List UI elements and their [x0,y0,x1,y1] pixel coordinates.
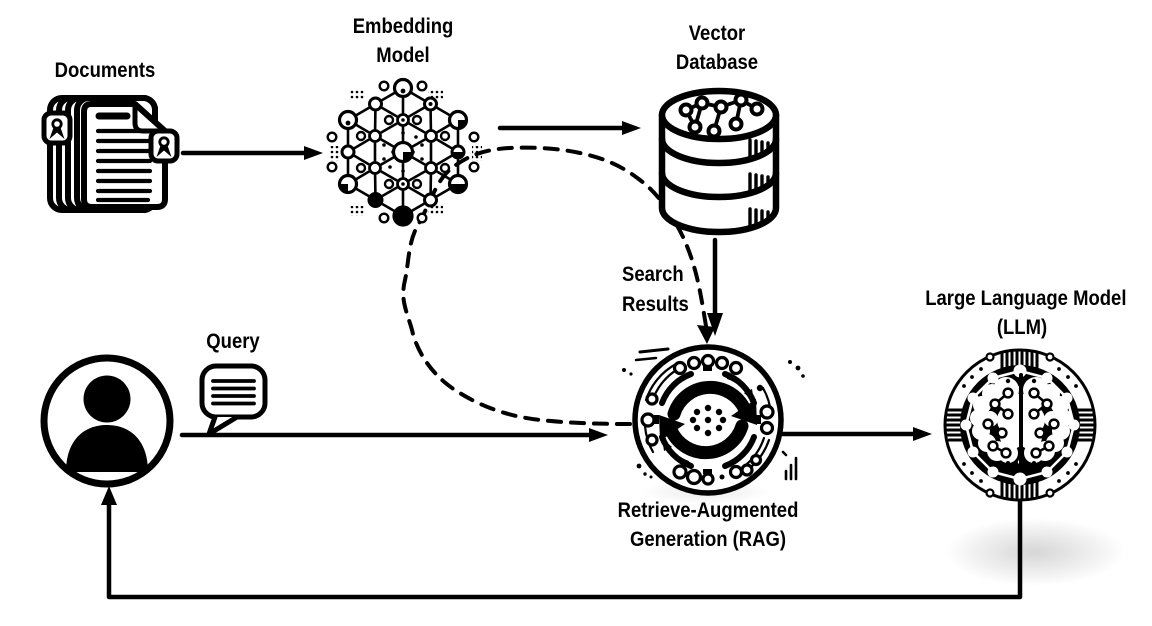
arrow-vectordb-to-rag [707,237,723,336]
rag-label: Retrieve-Augmented Generation (RAG) [602,496,813,554]
vector-database-icon [658,87,780,236]
embedding-model-label: Embedding Model [333,12,474,70]
ribbon-badge-icon [41,110,73,146]
arrow-embedding-to-vectordb [497,121,641,135]
vector-database-label: Vector Database [642,19,792,77]
search-results-label-line2: Results [622,293,689,316]
rag-cycle-icon [622,344,805,496]
ribbon-badge-icon [148,128,180,164]
query-label: Query [206,330,260,353]
user-icon [40,354,174,488]
llm-brain-icon [943,348,1097,502]
rag-label-line2: Generation (RAG) [629,528,787,551]
documents-label: Documents [54,59,156,82]
embedding-model-label-line1: Embedding [352,15,454,38]
vector-database-label-line2: Database [675,51,759,74]
embedding-model-icon [326,77,482,227]
rag-label-line1: Retrieve-Augmented [617,499,799,522]
llm-shadow [945,518,1125,586]
embedding-model-label-line2: Model [376,44,430,67]
llm-label: Large Language Model (LLM) [925,284,1127,342]
arrow-user-to-rag [179,428,608,442]
search-results-label-line1: Search [622,263,684,286]
speech-bubble-icon [199,363,268,437]
arrow-documents-to-embedding [180,146,323,160]
documents-icon [41,95,180,213]
llm-label-line2: (LLM) [996,316,1048,339]
arrow-llm-feedback-to-user [101,486,1023,600]
vector-database-label-line1: Vector [688,22,746,45]
llm-label-line1: Large Language Model [925,287,1127,310]
search-results-label: Search Results [622,260,710,320]
arrow-rag-to-llm [780,427,932,441]
